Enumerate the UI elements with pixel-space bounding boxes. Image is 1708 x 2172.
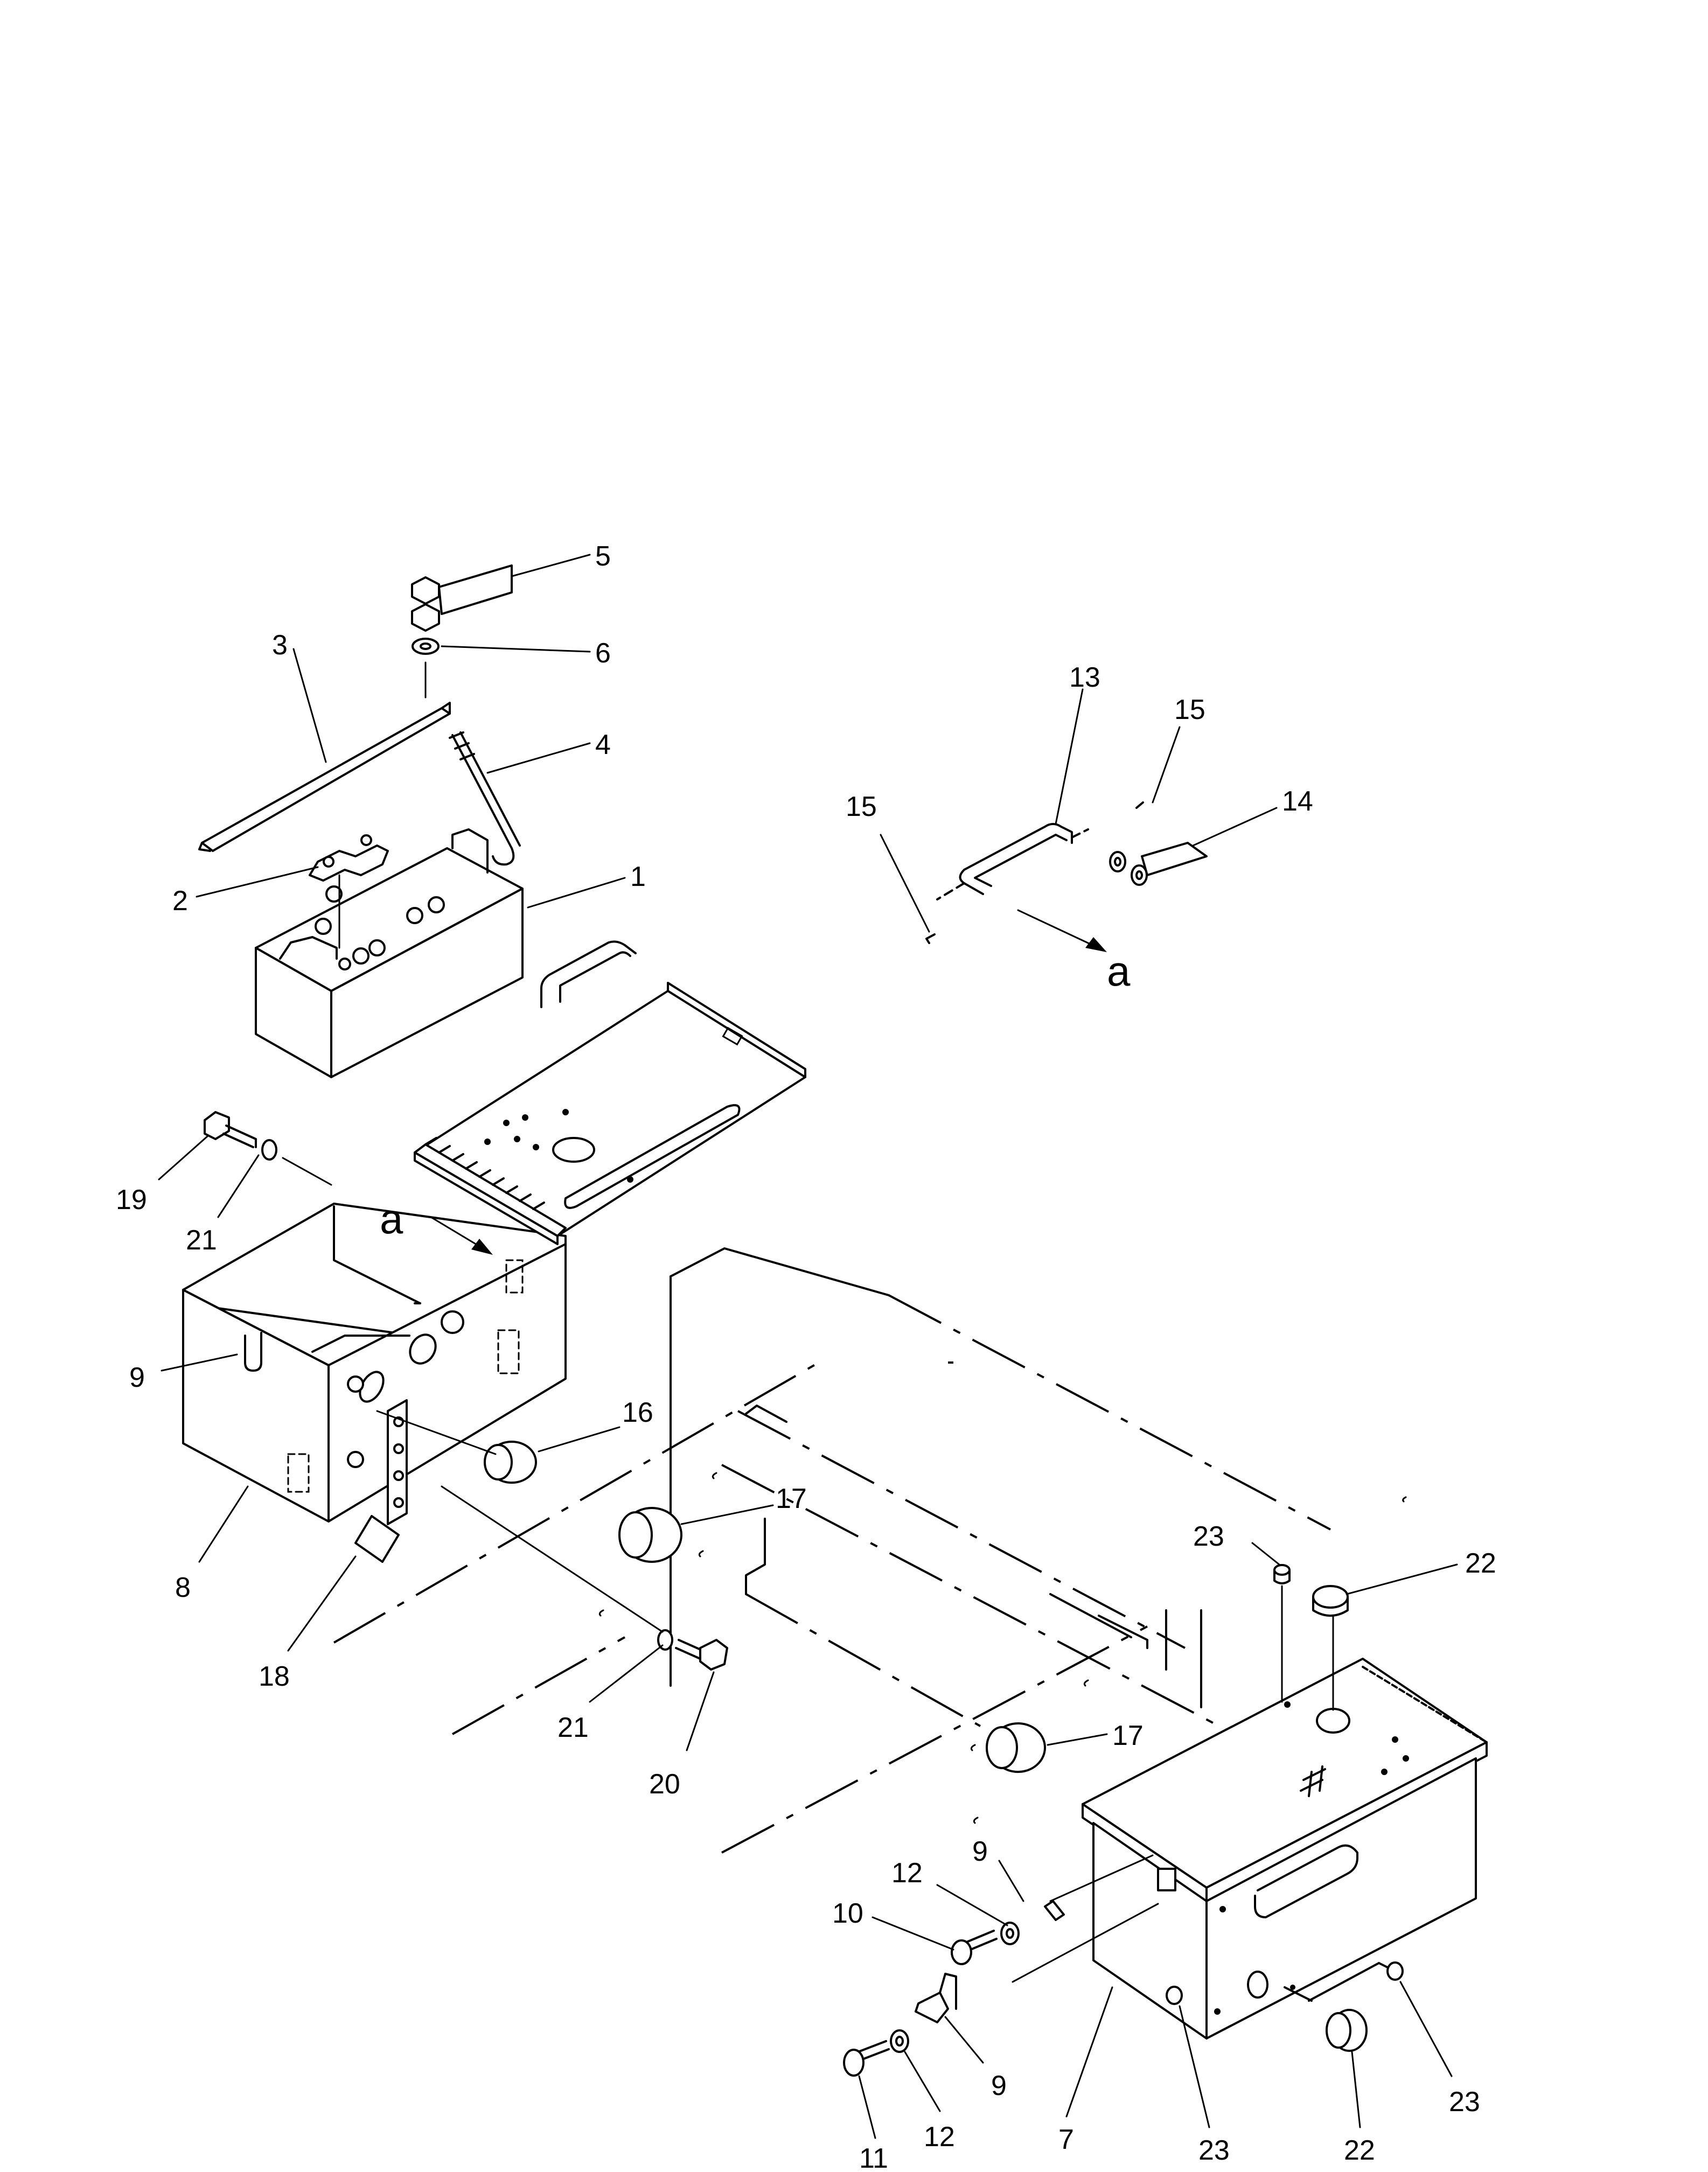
callout-9-middle: 9 [972, 1836, 988, 1867]
callout-23-bottom-left: 23 [1198, 2135, 1230, 2166]
battery-box-lid [414, 940, 806, 1245]
callout-23-bottom-right: 23 [1449, 2086, 1480, 2118]
callout-1: 1 [630, 861, 646, 892]
plugs-and-caps [1166, 1564, 1404, 2052]
callout-15-left: 15 [846, 791, 877, 822]
nuts-and-washer [411, 564, 513, 655]
small-battery-box [1012, 1658, 1488, 2040]
callout-22-top: 22 [1465, 1548, 1496, 1579]
callout-10: 10 [832, 1898, 863, 1929]
callout-22-bottom: 22 [1344, 2135, 1375, 2166]
callout-4: 4 [595, 729, 611, 760]
frame-phantom-lines [333, 1247, 1407, 1854]
callout-8: 8 [175, 1572, 191, 1603]
callout-12-lower: 12 [924, 2121, 955, 2153]
view-a-label-box: a [380, 1195, 403, 1242]
callout-21-upper: 21 [186, 1225, 217, 1256]
callout-7: 7 [1058, 2124, 1074, 2155]
callout-19: 19 [116, 1184, 147, 1216]
hook-bolt [424, 661, 521, 866]
view-a-arrowhead [471, 1239, 493, 1255]
callout-12-upper: 12 [891, 1857, 923, 1889]
callout-6: 6 [595, 638, 611, 669]
callout-9-upper: 9 [129, 1362, 145, 1393]
callout-20: 20 [649, 1769, 680, 1800]
rubber-mounts [376, 1410, 1046, 1773]
battery [255, 828, 524, 1078]
callout-17-upper: 17 [776, 1483, 807, 1514]
latch-and-bolts [843, 1900, 1065, 2077]
callout-labels: 5 6 3 4 2 1 13 15 14 15 a a 19 21 9 16 1… [116, 541, 1496, 2172]
battery-box [182, 1203, 567, 1563]
callout-11: 11 [859, 2143, 888, 2172]
callout-14: 14 [1282, 786, 1313, 817]
bolt-lower [441, 1485, 728, 1671]
detail-view-hook [925, 801, 1208, 952]
callout-21-lower: 21 [557, 1712, 589, 1743]
callout-18: 18 [259, 1661, 290, 1692]
callout-16: 16 [622, 1397, 653, 1428]
callout-5: 5 [595, 541, 611, 572]
view-a-label-top: a [1107, 947, 1131, 995]
terminal-clamp [309, 834, 389, 949]
callout-9-lower: 9 [991, 2070, 1007, 2101]
callout-3: 3 [272, 630, 288, 661]
bolt-upper [204, 1111, 332, 1186]
hold-down-bar [198, 702, 451, 852]
callout-13: 13 [1069, 662, 1100, 693]
callout-17-lower: 17 [1112, 1720, 1144, 1751]
callout-2: 2 [172, 885, 188, 917]
callout-15-right: 15 [1174, 694, 1205, 725]
callout-23-top: 23 [1193, 1521, 1224, 1552]
leader-lines [158, 554, 1458, 2139]
